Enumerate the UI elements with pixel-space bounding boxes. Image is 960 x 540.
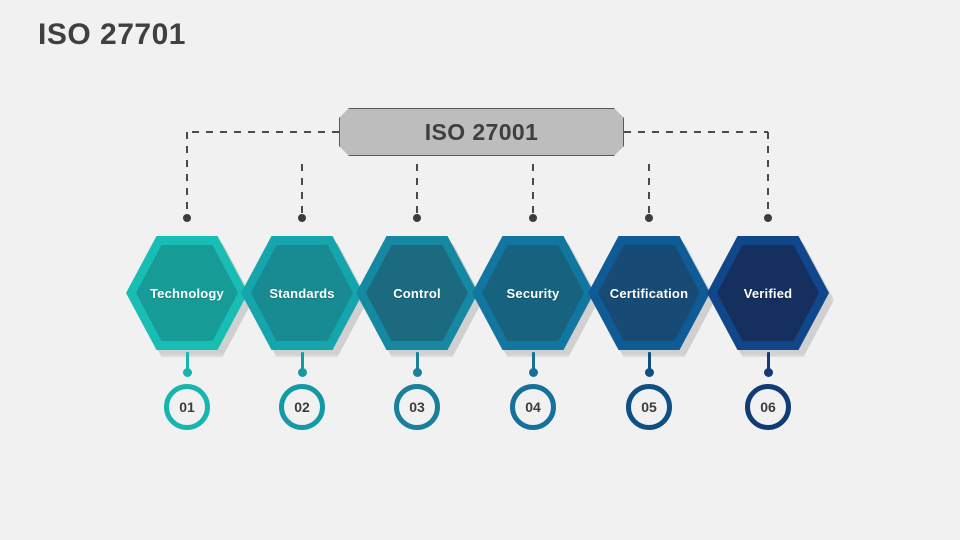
step-number-badge-01[interactable]: 01 bbox=[164, 384, 210, 430]
hexagon-step-06[interactable]: Verified bbox=[707, 236, 834, 357]
step-connector-stem bbox=[415, 352, 419, 372]
step-connector-stem bbox=[300, 352, 304, 372]
step-connector-dot bbox=[644, 368, 654, 377]
banner-label: ISO 27001 bbox=[424, 118, 539, 145]
step-connector-dot bbox=[528, 368, 538, 377]
hexagon-inner-shape bbox=[598, 245, 700, 341]
hexagon-inner-shape bbox=[251, 245, 353, 341]
step-number-badge-04[interactable]: 04 bbox=[510, 384, 556, 430]
hexagon-label: Security bbox=[506, 285, 560, 301]
hexagon-step-01[interactable]: Technology bbox=[126, 236, 253, 357]
step-number-badge-02[interactable]: 02 bbox=[279, 384, 325, 430]
hexagon-inner-shape bbox=[482, 245, 584, 341]
hexagon-inner-shape bbox=[366, 245, 468, 341]
step-number-badge-03[interactable]: 03 bbox=[394, 384, 440, 430]
hexagon-label: Certification bbox=[609, 285, 689, 301]
hexagon-label: Control bbox=[393, 285, 441, 301]
iso-27001-banner[interactable]: ISO 27001 bbox=[339, 108, 624, 156]
hexagon-label: Technology bbox=[150, 285, 224, 301]
hexagon-label: Verified bbox=[743, 285, 793, 301]
step-connector-stem bbox=[647, 352, 651, 372]
hexagon-step-03[interactable]: Control bbox=[356, 236, 483, 357]
banner-shape bbox=[339, 108, 624, 156]
step-connector-stem bbox=[531, 352, 535, 372]
hexagon-inner-shape bbox=[136, 245, 238, 341]
step-connector-stem bbox=[766, 352, 770, 372]
step-connector-dot bbox=[412, 368, 422, 377]
hexagon-step-05[interactable]: Certification bbox=[588, 236, 715, 357]
step-number-badge-05[interactable]: 05 bbox=[626, 384, 672, 430]
hexagon-step-02[interactable]: Standards bbox=[241, 236, 368, 357]
step-connector-dot bbox=[297, 368, 307, 377]
hexagon-label: Standards bbox=[269, 285, 335, 301]
step-connector-stem bbox=[185, 352, 189, 372]
step-connector-dot bbox=[763, 368, 773, 377]
step-connector-dot bbox=[182, 368, 192, 377]
hexagon-inner-shape bbox=[717, 245, 819, 341]
page-title: ISO 27701 bbox=[38, 18, 186, 51]
hexagon-step-04[interactable]: Security bbox=[472, 236, 599, 357]
step-number-badge-06[interactable]: 06 bbox=[745, 384, 791, 430]
